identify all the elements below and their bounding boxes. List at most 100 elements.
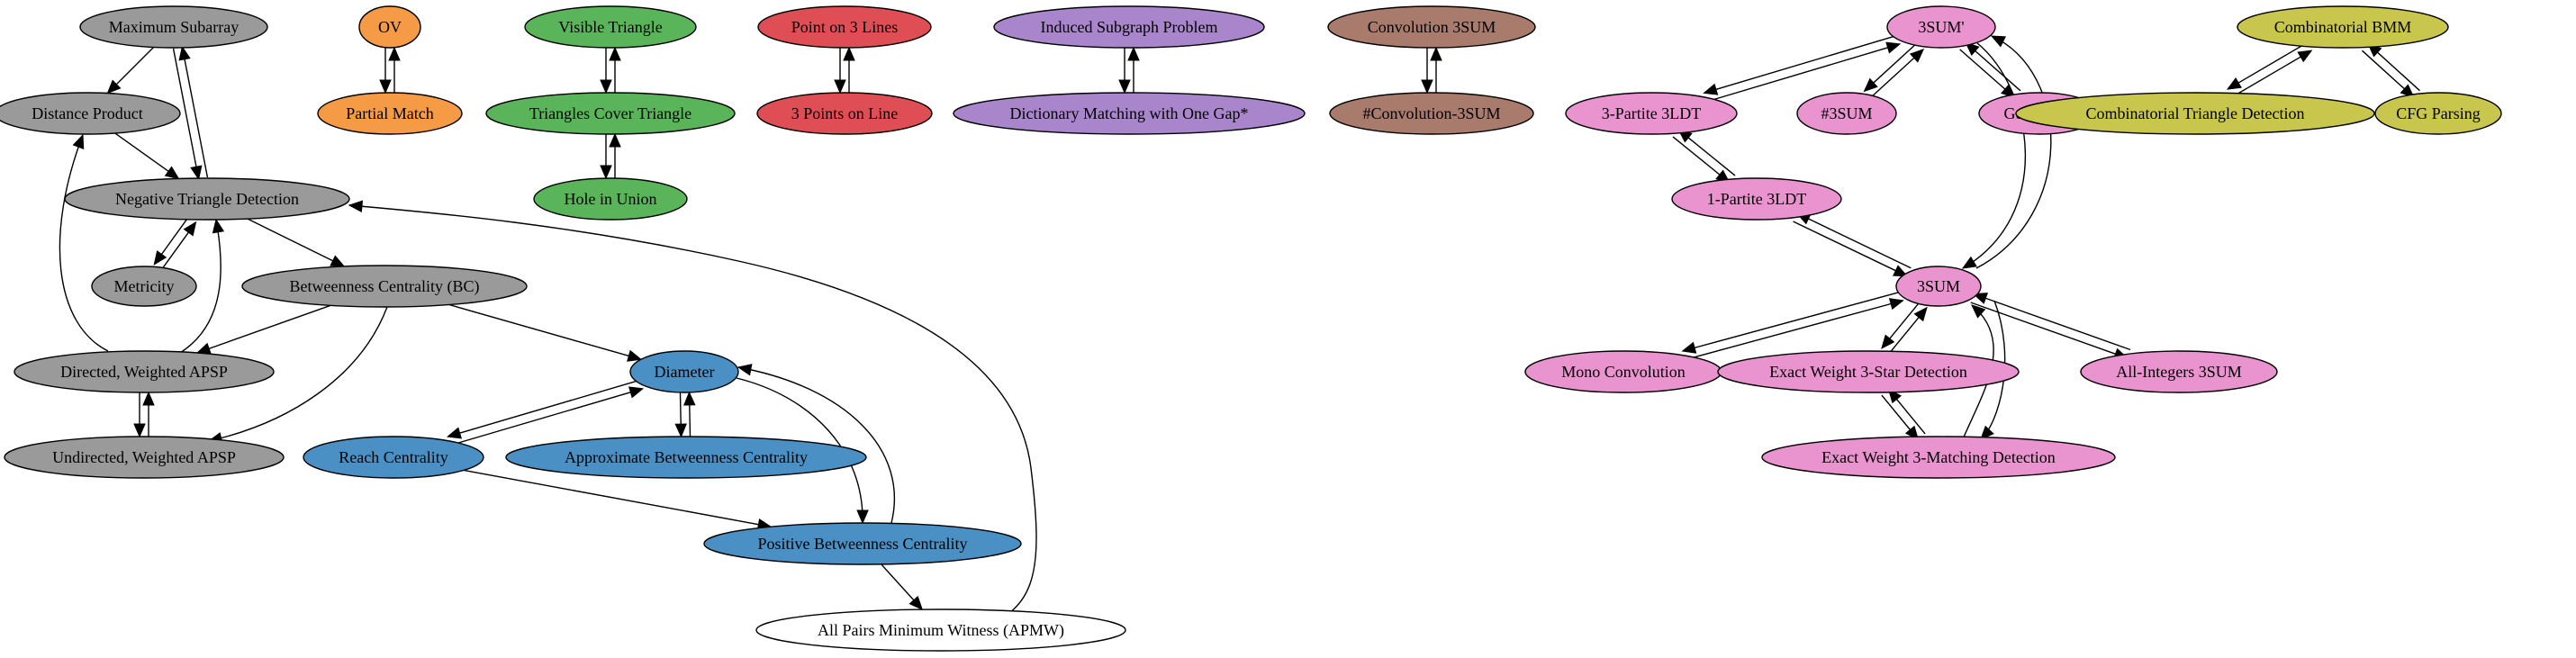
node-three-partite-3ldt[interactable]: 3-Partite 3LDT <box>1565 92 1738 135</box>
edge-apmw-to-neg-triangle <box>348 200 1037 631</box>
edge-mono-conv-to-three-sum <box>1685 298 1904 361</box>
edge-dir-apsp-to-neg-triangle <box>179 218 225 354</box>
edge-approx-bc-to-diameter-arrowhead <box>683 391 696 406</box>
node-reach-centrality[interactable]: Reach Centrality <box>303 436 484 479</box>
edge-three-sum-prime-to-sharp-3sum-line <box>1871 42 1918 85</box>
edge-reach-centrality-to-diameter-line <box>449 391 633 446</box>
node-exact-3matching[interactable]: Exact Weight 3-Matching Detection <box>1761 436 2116 479</box>
node-cfg-parsing-label: CFG Parsing <box>2396 104 2481 122</box>
node-distance-product[interactable]: Distance Product <box>0 92 181 135</box>
edge-three-partite-3ldt-to-three-sum-prime-line <box>1706 46 1890 103</box>
node-diameter[interactable]: Diameter <box>629 350 739 393</box>
edge-conv-3sum-to-sharp-conv-3sum-arrowhead <box>1421 79 1433 95</box>
edge-three-partite-3ldt-to-three-sum-prime <box>1706 41 1902 103</box>
node-exact-3star[interactable]: Exact Weight 3-Star Detection <box>1717 350 2020 393</box>
node-sharp-3sum[interactable]: #3SUM <box>1796 92 1897 135</box>
node-ov-label: OV <box>378 18 402 36</box>
node-three-sum[interactable]: 3SUM <box>1895 266 1982 307</box>
node-positive-bc[interactable]: Positive Betweenness Centrality <box>703 522 1022 565</box>
node-positive-bc-shape <box>703 522 1022 565</box>
node-comb-triangle[interactable]: Combinatorial Triangle Detection <box>2015 92 2375 135</box>
edge-max-subarray-to-distance-product <box>106 46 155 95</box>
node-cfg-parsing[interactable]: CFG Parsing <box>2374 92 2502 135</box>
edge-three-sum-to-exact-3star <box>1881 301 1921 349</box>
node-mono-conv-label: Mono Convolution <box>1561 363 1686 381</box>
node-mono-conv[interactable]: Mono Convolution <box>1524 350 1722 393</box>
node-undir-apsp[interactable]: Undirected, Weighted APSP <box>4 436 285 479</box>
node-reach-centrality-label: Reach Centrality <box>339 448 447 466</box>
edge-diameter-to-reach-centrality-line <box>457 379 641 435</box>
node-one-partite-3ldt-label: 1-Partite 3LDT <box>1707 190 1806 208</box>
node-triangles-cover[interactable]: Triangles Cover Triangle <box>485 92 736 135</box>
edge-hole-union-to-triangles-cover <box>609 132 621 178</box>
edge-three-sum-prime-to-three-sum-arrowhead <box>1961 256 1977 269</box>
node-all-int-3sum[interactable]: All-Integers 3SUM <box>2080 350 2278 393</box>
edge-positive-bc-to-apmw-line <box>881 563 916 602</box>
node-visible-triangle[interactable]: Visible Triangle <box>524 5 697 49</box>
node-one-partite-3ldt[interactable]: 1-Partite 3LDT <box>1671 177 1842 221</box>
edge-comb-triangle-to-comb-bmm-arrowhead <box>2297 50 2313 63</box>
edge-induced-subgraph-to-dict-matching <box>1118 48 1131 95</box>
node-distance-product-shape <box>0 92 181 135</box>
node-point-3-lines[interactable]: Point on 3 Lines <box>757 5 932 49</box>
node-three-sum-shape <box>1895 266 1982 307</box>
edge-all-int-3sum-to-three-sum-line <box>1984 296 2131 351</box>
node-diameter-label: Diameter <box>655 363 715 381</box>
edge-bc-to-dir-apsp-arrowhead <box>195 342 212 355</box>
edge-apmw-to-neg-triangle-line <box>348 204 1037 631</box>
edge-metricity-to-neg-triangle-arrowhead <box>183 221 197 237</box>
edge-all-int-3sum-to-three-sum <box>1972 293 2131 351</box>
node-induced-subgraph[interactable]: Induced Subgraph Problem <box>993 5 1265 49</box>
edge-three-points-line-to-point-3-lines <box>843 46 855 93</box>
node-sharp-conv-3sum[interactable]: #Convolution-3SUM <box>1329 92 1534 135</box>
edge-undir-apsp-to-dir-apsp-arrowhead <box>142 391 155 406</box>
edge-diameter-to-reach-centrality <box>446 379 641 439</box>
edge-three-sum-to-mono-conv-line <box>1692 291 1902 349</box>
edge-three-sum-to-exact-3matching-arrowhead <box>1980 425 1994 440</box>
node-ov[interactable]: OV <box>358 5 421 49</box>
node-dir-apsp[interactable]: Directed, Weighted APSP <box>14 350 275 393</box>
edge-bc-to-diameter <box>448 303 643 362</box>
node-max-subarray-label: Maximum Subarray <box>109 18 239 36</box>
node-cfg-parsing-shape <box>2374 92 2502 135</box>
node-metricity-shape <box>91 266 197 307</box>
edge-three-sum-prime-to-geombase-line <box>1959 49 2007 91</box>
node-three-partite-3ldt-label: 3-Partite 3LDT <box>1602 104 1701 122</box>
edge-sharp-conv-3sum-to-conv-3sum <box>1430 46 1442 93</box>
node-max-subarray[interactable]: Maximum Subarray <box>79 5 268 49</box>
node-hole-union[interactable]: Hole in Union <box>533 177 688 221</box>
edge-neg-triangle-to-bc <box>247 218 346 267</box>
node-neg-triangle[interactable]: Negative Triangle Detection <box>64 177 350 221</box>
edge-approx-bc-to-diameter-line <box>689 402 691 437</box>
node-exact-3matching-shape <box>1761 436 2116 479</box>
edge-positive-bc-to-diameter-arrowhead <box>737 364 753 376</box>
edge-triangles-cover-to-visible-triangle <box>609 46 621 93</box>
node-ov-shape <box>358 5 421 49</box>
edge-neg-triangle-to-max-subarray-line <box>183 57 209 178</box>
node-undir-apsp-label: Undirected, Weighted APSP <box>52 448 236 466</box>
edge-cfg-parsing-to-comb-bmm-line <box>2375 50 2420 92</box>
edge-three-sum-to-mono-conv-arrowhead <box>1681 341 1697 354</box>
node-comb-triangle-label: Combinatorial Triangle Detection <box>2086 104 2305 122</box>
node-apmw[interactable]: All Pairs Minimum Witness (APMW) <box>755 608 1126 652</box>
node-conv-3sum[interactable]: Convolution 3SUM <box>1327 5 1536 49</box>
edge-comb-triangle-to-comb-bmm <box>2231 50 2313 98</box>
node-dir-apsp-label: Directed, Weighted APSP <box>60 363 228 381</box>
node-three-points-line[interactable]: 3 Points on Line <box>756 92 933 135</box>
node-neg-triangle-label: Negative Triangle Detection <box>115 190 299 208</box>
edge-three-sum-prime-to-three-partite-3ldt-arrowhead <box>1703 83 1719 95</box>
edge-bc-to-undir-apsp-line <box>208 306 388 442</box>
node-comb-bmm[interactable]: Combinatorial BMM <box>2237 5 2449 49</box>
node-bc[interactable]: Betweenness Centrality (BC) <box>241 265 528 308</box>
edge-metricity-to-neg-triangle-line <box>160 230 191 271</box>
node-dict-matching[interactable]: Dictionary Matching with One Gap* <box>953 92 1306 135</box>
node-approx-bc[interactable]: Approximate Betweenness Centrality <box>505 436 867 479</box>
node-exact-3star-shape <box>1717 350 2020 393</box>
node-metricity[interactable]: Metricity <box>91 266 197 307</box>
edge-three-sum-to-three-sum-prime-line <box>1975 35 2052 269</box>
node-partial-match[interactable]: Partial Match <box>317 92 463 135</box>
edge-reach-centrality-to-positive-bc <box>463 469 773 531</box>
node-three-sum-prime[interactable]: 3SUM' <box>1886 5 1996 49</box>
node-all-int-3sum-label: All-Integers 3SUM <box>2116 363 2241 381</box>
